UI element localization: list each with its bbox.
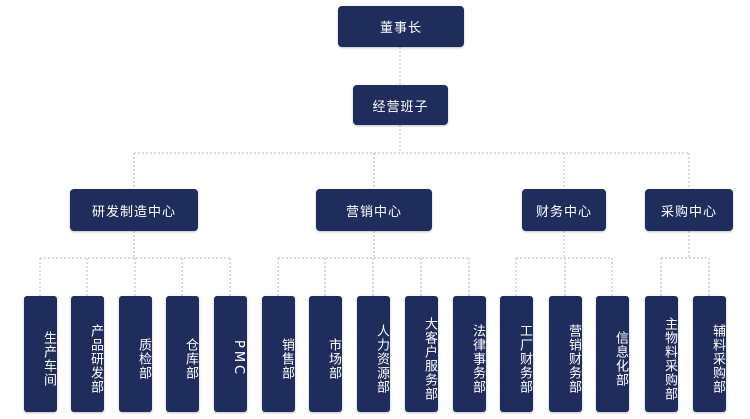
dept-pmc: PMC [214, 296, 247, 412]
management-team-box: 经营班子 [353, 85, 448, 125]
center-box-purchasing: 采购中心 [645, 189, 733, 231]
dept-factory-finance: 工厂财务部 [500, 296, 533, 412]
dept-main-material-purchasing: 主物料采购部 [645, 296, 678, 412]
dept-informatization: 信息化部 [596, 296, 629, 412]
center-box-rd-manufacturing: 研发制造中心 [70, 189, 198, 231]
dept-sales: 销售部 [262, 296, 295, 412]
dept-human-resources: 人力资源部 [357, 296, 390, 412]
center-box-finance: 财务中心 [522, 189, 606, 231]
dept-market: 市场部 [309, 296, 342, 412]
dept-auxiliary-material-purchasing: 辅料采购部 [693, 296, 726, 412]
chairman-box: 董事长 [338, 6, 464, 47]
dept-warehouse: 仓库部 [166, 296, 199, 412]
dept-marketing-finance: 营销财务部 [549, 296, 582, 412]
dept-legal-affairs: 法律事务部 [453, 296, 486, 412]
dept-quality-inspection: 质检部 [119, 296, 152, 412]
dept-production-workshop: 生产车间 [24, 296, 57, 412]
dept-product-rd: 产品研发部 [71, 296, 104, 412]
center-box-marketing: 营销中心 [316, 189, 432, 231]
dept-key-account-service: 大客户服务部 [405, 296, 438, 412]
